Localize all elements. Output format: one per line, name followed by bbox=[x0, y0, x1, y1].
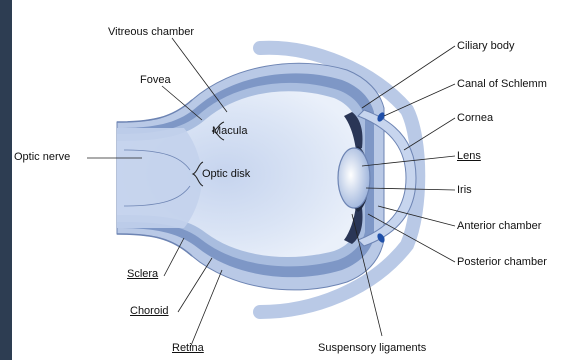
label-vitreous-chamber: Vitreous chamber bbox=[108, 26, 194, 39]
label-lens: Lens bbox=[457, 150, 481, 163]
label-posterior-chamber: Posterior chamber bbox=[457, 256, 547, 269]
label-choroid: Choroid bbox=[130, 305, 169, 318]
label-canal-of-schlemm: Canal of Schlemm bbox=[457, 78, 547, 91]
label-suspensory-ligaments: Suspensory ligaments bbox=[318, 342, 426, 355]
leader-retina bbox=[190, 270, 222, 348]
label-fovea: Fovea bbox=[140, 74, 171, 87]
optic-nerve bbox=[117, 128, 202, 228]
eye-diagram: Vitreous chamber Fovea Macula Optic nerv… bbox=[12, 0, 563, 360]
label-sclera: Sclera bbox=[127, 268, 158, 281]
label-optic-disk: Optic disk bbox=[202, 168, 250, 181]
leader-choroid bbox=[178, 258, 212, 312]
label-macula: Macula bbox=[212, 125, 247, 138]
label-ciliary-body: Ciliary body bbox=[457, 40, 514, 53]
label-iris: Iris bbox=[457, 184, 472, 197]
label-optic-nerve: Optic nerve bbox=[14, 151, 70, 164]
eye-cross-section bbox=[12, 0, 563, 360]
label-anterior-chamber: Anterior chamber bbox=[457, 220, 541, 233]
lens bbox=[338, 148, 370, 208]
label-retina: Retina bbox=[172, 342, 204, 355]
label-cornea: Cornea bbox=[457, 112, 493, 125]
